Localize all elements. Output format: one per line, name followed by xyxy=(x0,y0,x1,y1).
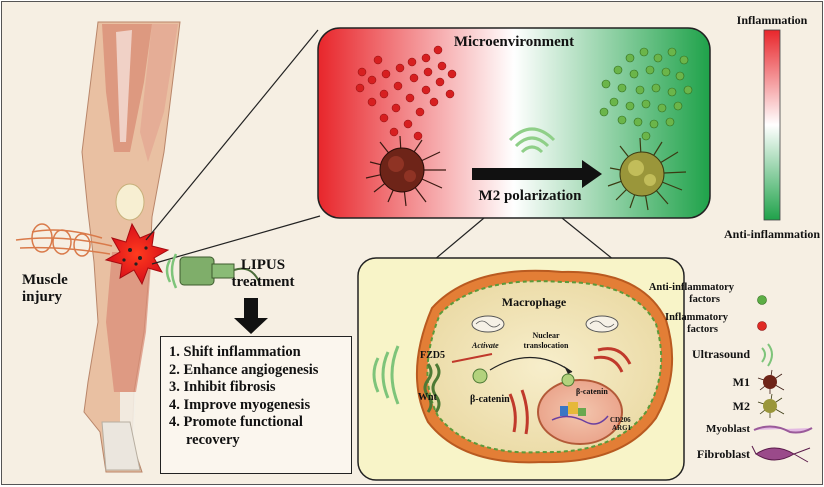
m2-polarization-label: M2 polarization xyxy=(479,188,583,204)
legend: Anti-inflammatory factors Inflammatory f… xyxy=(649,282,813,463)
dna-icon xyxy=(551,402,609,425)
ultrasound-probe-icon xyxy=(165,253,261,289)
legend-label-0a: Anti-inflammatory xyxy=(649,282,735,293)
marker-cd206: CD206 xyxy=(610,416,631,424)
green-dot-icon xyxy=(757,295,767,305)
legend-label-5: Myoblast xyxy=(706,423,750,435)
legend-label-1b: factors xyxy=(687,324,718,335)
red-dot-icon xyxy=(757,321,767,331)
scale-bottom-label: Anti-inflammation xyxy=(724,227,820,241)
muscle-injury-label: Muscle injury xyxy=(22,272,68,305)
injury-burst-icon xyxy=(104,222,170,286)
endoplasmic-reticulum-icon xyxy=(508,347,632,435)
legend-label-3: M1 xyxy=(733,375,750,389)
marker-arg1: ARG1 xyxy=(612,424,632,432)
m2-polarization-arrow-icon xyxy=(472,160,602,188)
ultrasound-waves-icon xyxy=(508,127,556,154)
anti-inflammatory-factors-cluster xyxy=(599,47,693,141)
fibroblast-icon xyxy=(751,445,811,463)
receptor-label: FZD5 xyxy=(420,350,445,361)
activate-label: Activate xyxy=(471,341,499,350)
effect-item: 4. Improve myogenesis xyxy=(169,396,311,413)
microenvironment-panel: Microenvironment M2 pol xyxy=(317,27,711,219)
legend-label-4: M2 xyxy=(733,399,750,413)
nucleus-beta-catenin-label: β-catenin xyxy=(576,387,608,396)
inflammation-scale: Inflammation Anti-inflammation xyxy=(724,13,820,241)
down-arrow-icon xyxy=(234,298,268,334)
legend-label-6: Fibroblast xyxy=(697,447,750,461)
effect-item: 2. Enhance angiogenesis xyxy=(169,361,319,378)
beta-catenin-label: β-catenin xyxy=(470,394,510,405)
m2-macrophage-icon xyxy=(757,393,785,418)
macrophage-title: Macrophage xyxy=(502,295,567,309)
m1-macrophage-icon xyxy=(757,369,785,394)
treatment-effects-box: 1. Shift inflammation 2. Enhance angioge… xyxy=(160,336,352,474)
nuclear-label-2: translocation xyxy=(524,341,569,350)
lipus-treatment-label: LIPUS treatment xyxy=(231,257,295,290)
effect-item: recovery xyxy=(186,431,240,448)
macrophage-panel: Macrophage FZD5 Wnt Activate β-catenin N… xyxy=(357,257,685,481)
fzd5-receptor-icon xyxy=(423,363,441,413)
legend-label-1a: Inflammatory xyxy=(665,312,729,323)
ultrasound-waves-icon xyxy=(372,345,400,405)
legend-label-0b: factors xyxy=(689,294,720,305)
m2-macrophage-icon xyxy=(607,137,687,211)
scale-top-label: Inflammation xyxy=(737,13,808,27)
effect-item: 3. Inhibit fibrosis xyxy=(169,379,276,395)
mitochondria-icon xyxy=(471,315,619,333)
myoblast-icon xyxy=(753,425,813,434)
leg-illustration xyxy=(15,21,181,473)
m1-macrophage-icon xyxy=(365,135,446,207)
effect-item: 1. Shift inflammation xyxy=(169,344,301,360)
effect-item: 4. Promote functional xyxy=(169,414,303,430)
legend-label-2: Ultrasound xyxy=(692,347,750,361)
ultrasound-waves-icon xyxy=(761,343,773,367)
inflammatory-factors-cluster xyxy=(355,45,457,141)
ligand-label: Wnt xyxy=(418,392,438,403)
nuclear-label-1: Nuclear xyxy=(532,331,560,340)
microenvironment-title: Microenvironment xyxy=(454,34,574,50)
